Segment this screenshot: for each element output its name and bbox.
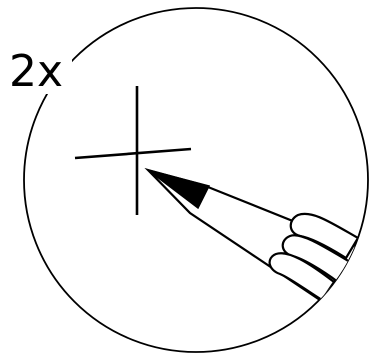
magnifier-lens xyxy=(24,8,368,352)
zoom-label: 2x xyxy=(9,46,63,97)
